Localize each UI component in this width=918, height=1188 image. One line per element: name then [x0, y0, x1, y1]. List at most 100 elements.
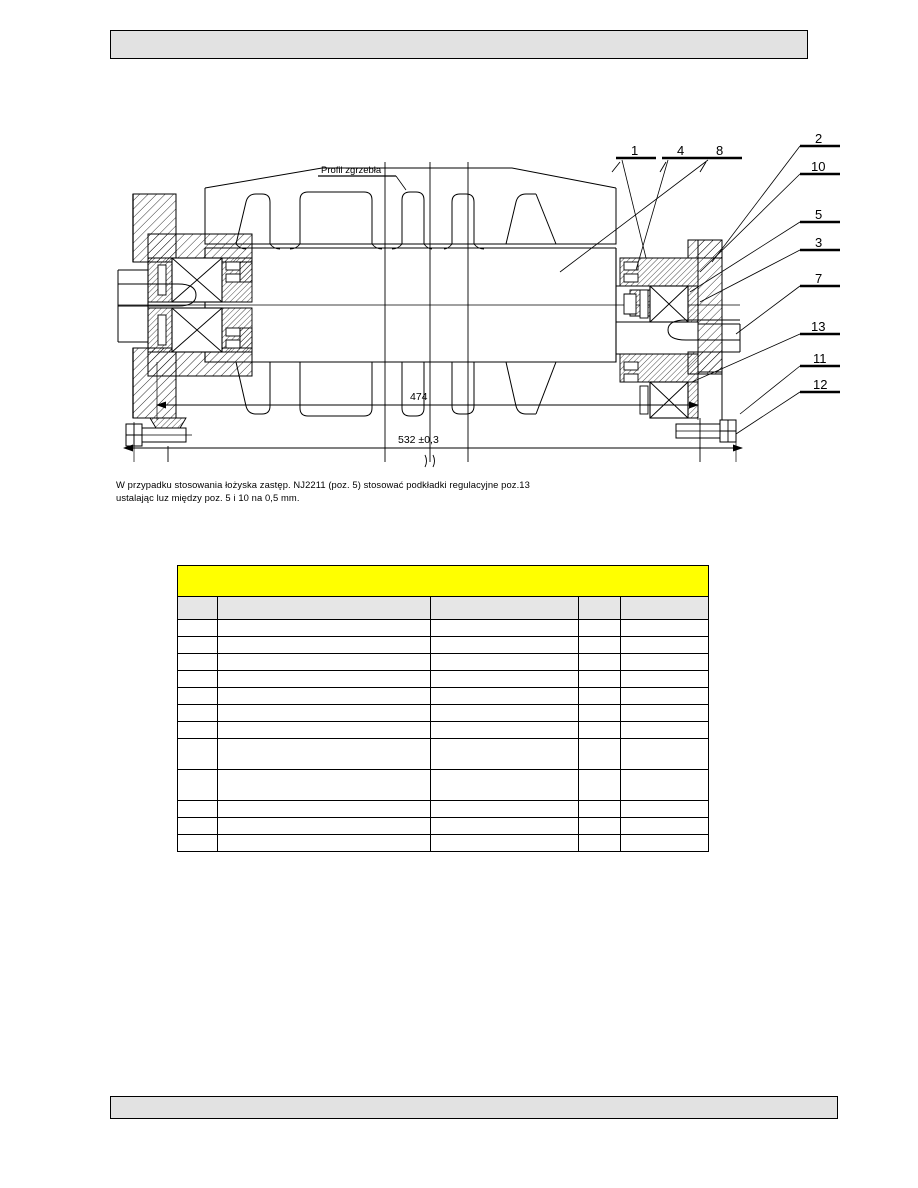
column-header-pos	[177, 596, 218, 620]
cell-pos	[177, 834, 218, 852]
dimension-532: 532 ±0,3	[398, 434, 439, 446]
cell-remarks	[619, 670, 710, 688]
cell-remarks	[619, 738, 710, 770]
cell-name	[217, 687, 431, 705]
cell-qty	[578, 636, 621, 654]
cell-name	[217, 800, 431, 818]
cell-qty	[578, 817, 621, 835]
table-row	[177, 800, 710, 818]
table-row	[177, 769, 710, 801]
page-footer-band	[110, 1096, 838, 1119]
cell-designation	[430, 653, 579, 671]
cell-qty	[578, 670, 621, 688]
cell-name	[217, 769, 431, 801]
table-row	[177, 704, 710, 722]
cell-pos	[177, 619, 218, 637]
cell-name	[217, 704, 431, 722]
table-row	[177, 817, 710, 835]
cell-qty	[578, 769, 621, 801]
cell-pos	[177, 817, 218, 835]
cell-qty	[578, 619, 621, 637]
cell-designation	[430, 769, 579, 801]
cell-name	[217, 738, 431, 770]
cell-pos	[177, 721, 218, 739]
cell-qty	[578, 653, 621, 671]
cell-remarks	[619, 721, 710, 739]
cell-pos	[177, 704, 218, 722]
column-header-qty	[578, 596, 621, 620]
cell-name	[217, 653, 431, 671]
cell-remarks	[619, 704, 710, 722]
cell-pos	[177, 670, 218, 688]
cell-designation	[430, 738, 579, 770]
drawing-internal-label: Profil zgrzebła	[321, 165, 382, 176]
callout-right-13: 13	[811, 319, 825, 334]
table-row	[177, 834, 710, 852]
table-row	[177, 670, 710, 688]
callout-right-12: 12	[813, 377, 827, 392]
callout-right-7: 7	[815, 271, 822, 286]
cell-pos	[177, 800, 218, 818]
drawing-canvas: Profil zgrzebła 1 4 8 2 10 5 3 7 13 11 1…	[117, 131, 840, 468]
cell-remarks	[619, 653, 710, 671]
callout-right-5: 5	[815, 207, 822, 222]
callout-top-8: 8	[716, 143, 723, 158]
table-row	[177, 636, 710, 654]
cell-designation	[430, 721, 579, 739]
cell-qty	[578, 704, 621, 722]
table-row	[177, 653, 710, 671]
cell-remarks	[619, 800, 710, 818]
parts-table	[176, 565, 710, 852]
callout-top-4: 4	[677, 143, 684, 158]
table-row	[177, 738, 710, 770]
cell-remarks	[619, 834, 710, 852]
cell-designation	[430, 800, 579, 818]
cell-remarks	[619, 769, 710, 801]
cell-name	[217, 636, 431, 654]
cell-qty	[578, 687, 621, 705]
cell-name	[217, 619, 431, 637]
parts-table-title	[176, 565, 710, 597]
callout-right-3: 3	[815, 235, 822, 250]
callout-right-10: 10	[811, 159, 825, 174]
cell-remarks	[619, 619, 710, 637]
page-header-band	[110, 30, 808, 59]
dimension-474: 474	[410, 391, 428, 403]
parts-table-header-row	[177, 596, 710, 620]
cell-name	[217, 817, 431, 835]
cell-designation	[430, 817, 579, 835]
cell-designation	[430, 834, 579, 852]
drawing-note: W przypadku stosowania łożyska zastęp. N…	[116, 479, 530, 504]
cell-designation	[430, 687, 579, 705]
table-row	[177, 721, 710, 739]
cell-pos	[177, 636, 218, 654]
cell-designation	[430, 670, 579, 688]
cell-name	[217, 721, 431, 739]
column-header-name	[217, 596, 431, 620]
parts-table-title-row	[176, 565, 710, 597]
callout-right-2: 2	[815, 131, 822, 146]
cell-remarks	[619, 817, 710, 835]
cell-designation	[430, 619, 579, 637]
cell-qty	[578, 738, 621, 770]
cell-qty	[578, 800, 621, 818]
cell-name	[217, 834, 431, 852]
cell-name	[217, 670, 431, 688]
cell-pos	[177, 653, 218, 671]
cell-pos	[177, 687, 218, 705]
table-row	[177, 619, 710, 637]
cell-remarks	[619, 636, 710, 654]
cell-pos	[177, 738, 218, 770]
cell-remarks	[619, 687, 710, 705]
column-header-remarks	[619, 596, 710, 620]
table-row	[177, 687, 710, 705]
cell-designation	[430, 704, 579, 722]
callout-top-1: 1	[631, 143, 638, 158]
callout-right-11: 11	[813, 351, 827, 366]
cell-pos	[177, 769, 218, 801]
cell-designation	[430, 636, 579, 654]
cell-qty	[578, 834, 621, 852]
column-header-designation	[430, 596, 579, 620]
cell-qty	[578, 721, 621, 739]
